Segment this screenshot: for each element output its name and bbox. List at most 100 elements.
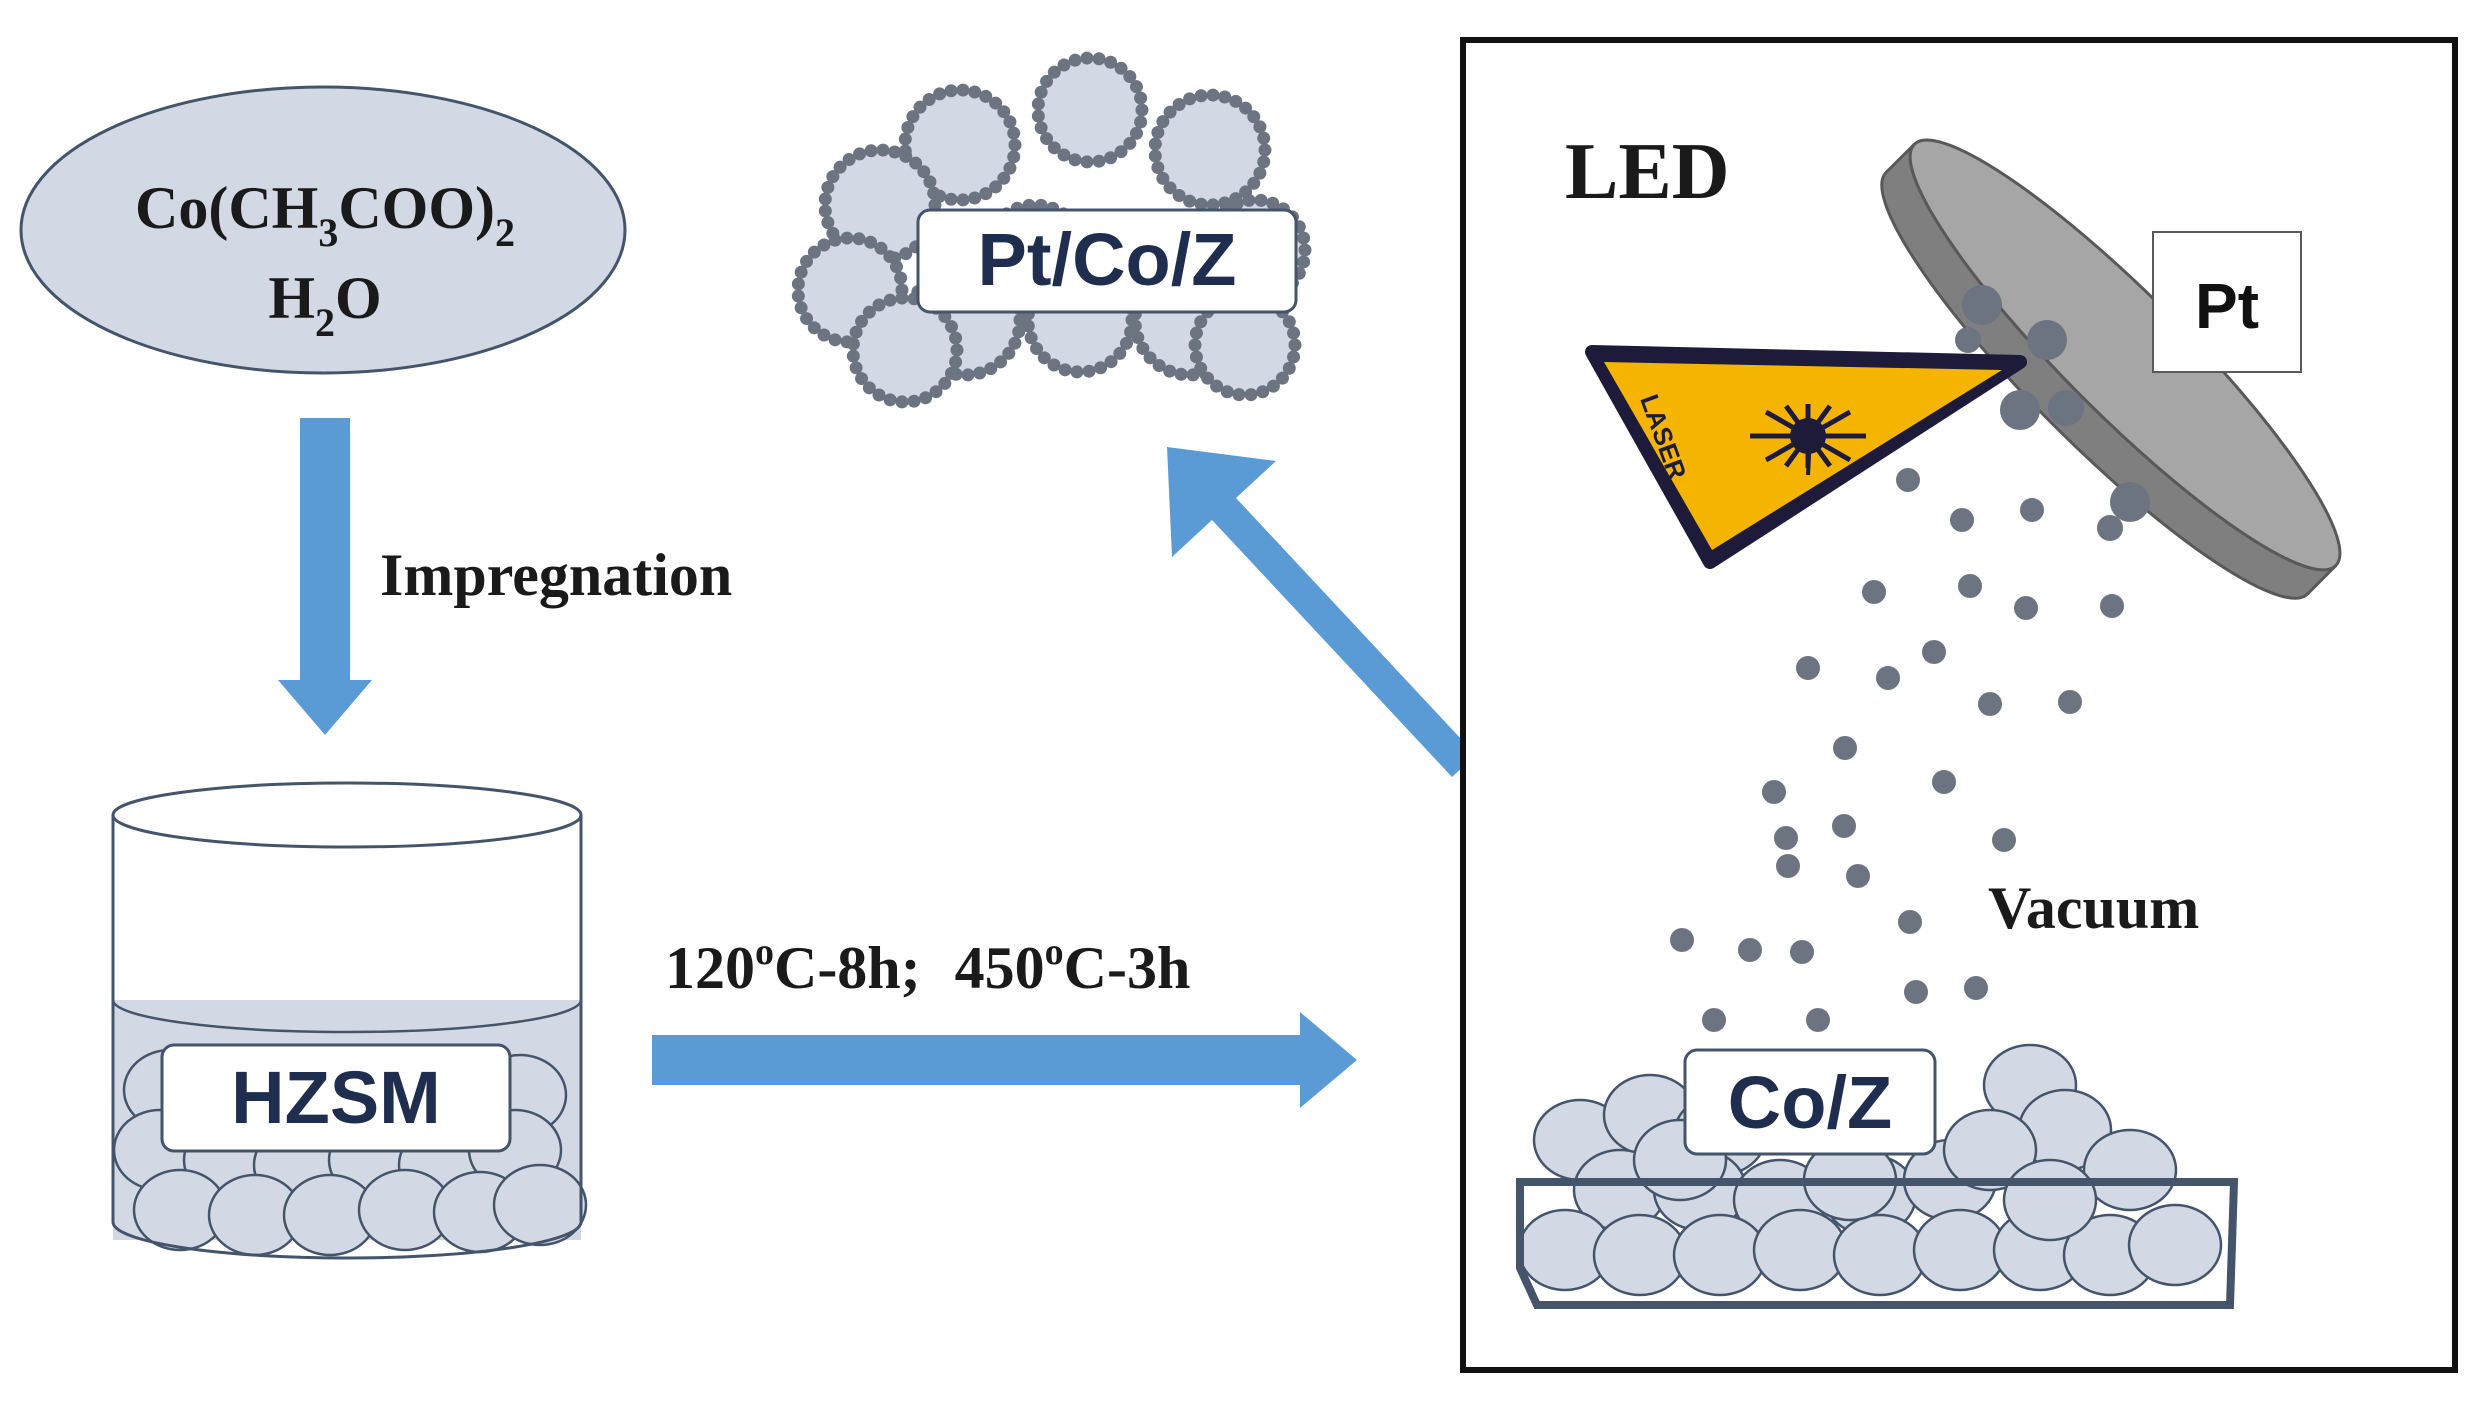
- pt-nanoparticle: [1189, 326, 1203, 340]
- pt-nanoparticle: [1047, 358, 1061, 372]
- pt-particle: [1978, 692, 2002, 716]
- pt-nanoparticle: [1232, 388, 1246, 402]
- pt-nanoparticle: [1218, 90, 1232, 104]
- pt-nanoparticle: [1163, 181, 1177, 195]
- pt-nanoparticle: [1058, 363, 1072, 377]
- pt-nanoparticle: [826, 170, 840, 184]
- pt-nanoparticle: [1007, 126, 1021, 140]
- pt-nanoparticle: [913, 100, 927, 114]
- pt-nanoparticle: [1114, 61, 1128, 75]
- pt-nanoparticle: [821, 216, 835, 230]
- pt-nanoparticle: [1282, 361, 1296, 375]
- pt-nanoparticle: [1287, 326, 1301, 340]
- pt-nanoparticle: [1003, 115, 1017, 129]
- pt-nanoparticle: [833, 160, 847, 174]
- pt-nanoparticle: [800, 254, 814, 268]
- pt-particle: [1846, 864, 1870, 888]
- zeolite-particle: [1155, 95, 1265, 205]
- pt-nanoparticle: [956, 83, 970, 97]
- pt-nanoparticle: [1282, 315, 1296, 329]
- pt-nanoparticle: [1047, 65, 1061, 79]
- calcination-arrow: [652, 1012, 1357, 1108]
- pt-nanoparticle: [1247, 110, 1261, 124]
- pt-nanoparticle: [1034, 85, 1048, 99]
- pt-nanoparticle: [1129, 80, 1143, 94]
- pt-nanoparticle: [876, 143, 890, 157]
- precursor-node: Co(CH3COO)2 H2O: [19, 85, 627, 375]
- ablated-pt-particles: [1670, 285, 2150, 1032]
- pt-particle: [1762, 780, 1786, 804]
- pt-nanoparticle: [1266, 379, 1280, 393]
- pt-nanoparticle: [901, 120, 915, 134]
- pt-particle: [1904, 980, 1928, 1004]
- pt-particle: [2020, 498, 2044, 522]
- pt-nanoparticle: [807, 321, 821, 335]
- pt-nanoparticle: [1057, 148, 1071, 162]
- pt-nanoparticle: [1123, 136, 1137, 150]
- pt-nanoparticle: [949, 331, 963, 345]
- pt-particle: [1790, 940, 1814, 964]
- pt-nanoparticle: [1080, 51, 1094, 65]
- pt-nanoparticle: [1070, 365, 1084, 379]
- co-z-particle: [1832, 1213, 1928, 1297]
- substrate-tray: [1516, 1178, 2239, 1309]
- pt-nanoparticle: [1034, 121, 1048, 135]
- pt-nanoparticle: [899, 149, 913, 163]
- pt-particle: [1796, 656, 1820, 680]
- pt-nanoparticle: [888, 145, 902, 159]
- product-label: Pt/Co/Z: [978, 218, 1237, 301]
- pt-nanoparticle: [997, 171, 1011, 185]
- pt-particle: [1955, 327, 1981, 353]
- pt-nanoparticle: [979, 187, 993, 201]
- pt-nanoparticle: [1092, 154, 1106, 168]
- pt-nanoparticle: [846, 337, 860, 351]
- hzsm-label-box: [160, 1043, 512, 1153]
- pt-nanoparticle: [855, 314, 869, 328]
- support-particle: [492, 1163, 588, 1247]
- pt-nanoparticle: [1024, 331, 1038, 345]
- pt-particle: [1862, 580, 1886, 604]
- pt-nanoparticle: [1007, 150, 1021, 164]
- co-z-particle: [1912, 1208, 2008, 1292]
- pt-particle: [1896, 468, 1920, 492]
- pt-nanoparticle: [1163, 364, 1177, 378]
- co-z-particle: [2082, 1128, 2178, 1212]
- pt-nanoparticle: [1206, 88, 1220, 102]
- co-z-particle: [2127, 1203, 2223, 1287]
- pt-nanoparticle: [828, 233, 842, 247]
- pt-nanoparticle: [906, 110, 920, 124]
- pld-chamber: LED Pt LASER Vacuum: [1460, 37, 2458, 1373]
- pt-nanoparticle: [984, 362, 998, 376]
- pt-particle: [1774, 826, 1798, 850]
- pt-nanoparticle: [849, 361, 863, 375]
- pt-particle: [1833, 736, 1857, 760]
- pt-nanoparticle: [883, 250, 897, 264]
- pt-nanoparticle: [898, 132, 912, 146]
- pt-particle: [2048, 390, 2084, 426]
- pt-nanoparticle: [1189, 350, 1203, 364]
- pt-nanoparticle: [828, 333, 842, 347]
- pt-nanoparticle: [1123, 70, 1137, 84]
- pt-nanoparticle: [894, 271, 908, 285]
- pt-nanoparticle: [1008, 138, 1022, 152]
- pt-particle: [1964, 976, 1988, 1000]
- pt-nanoparticle: [968, 85, 982, 99]
- pt-particle: [2100, 594, 2124, 618]
- pt-particle: [2000, 390, 2040, 430]
- pt-nanoparticle: [853, 147, 867, 161]
- pt-particle: [1922, 640, 1946, 664]
- substrate-label: Co/Z: [1728, 1061, 1892, 1144]
- pt-nanoparticle: [883, 393, 897, 407]
- pt-particle: [1932, 770, 1956, 794]
- pt-nanoparticle: [944, 366, 958, 380]
- calcination-conditions: 120oC-8h;450oC-3h: [665, 931, 1190, 1001]
- pt-nanoparticle: [973, 366, 987, 380]
- pt-nanoparticle: [807, 245, 821, 259]
- pt-nanoparticle: [1287, 350, 1301, 364]
- target-label: Pt: [2195, 270, 2259, 342]
- pt-nanoparticle: [961, 368, 975, 382]
- pt-nanoparticle: [899, 247, 913, 261]
- laser-icon: LASER: [1585, 345, 2027, 569]
- pt-particle: [2014, 596, 2038, 620]
- pt-particle: [1950, 508, 1974, 532]
